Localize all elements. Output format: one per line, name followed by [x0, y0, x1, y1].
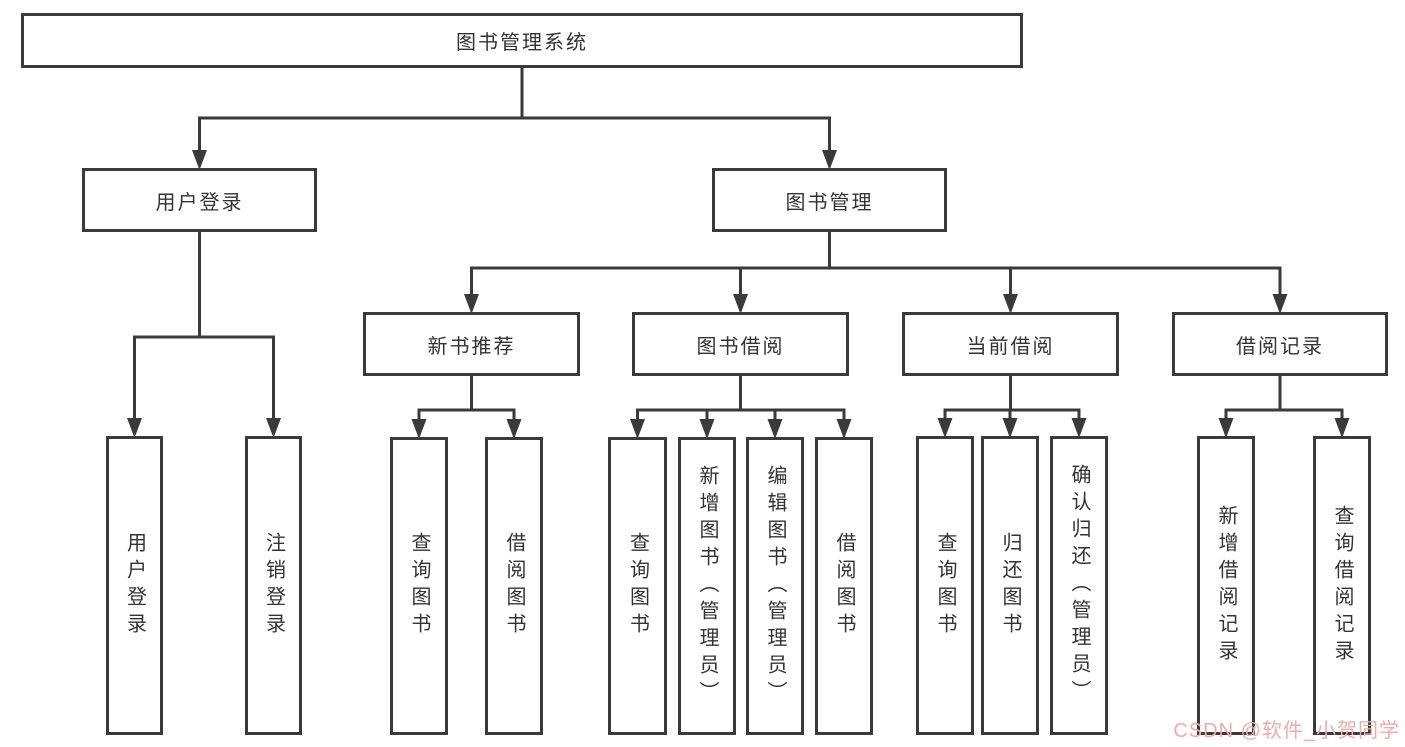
node-borrow-borrow-label: 借阅图书: [833, 532, 855, 640]
node-newbook-query-label: 查询图书: [408, 532, 430, 640]
arrowhead-newbook-borrow: [506, 419, 522, 439]
arrowhead-current: [1003, 294, 1018, 314]
connector-group-login: [127, 230, 281, 438]
node-login: 用户登录: [82, 168, 317, 232]
arrowhead-borrow-borrow: [836, 419, 852, 439]
connector-group-newbook: [411, 374, 522, 439]
node-records-query: 查询借阅记录: [1313, 436, 1371, 735]
node-current-label: 当前借阅: [966, 335, 1055, 358]
connector-path-records: [1224, 374, 1344, 422]
node-current-query: 查询图书: [916, 436, 974, 735]
arrowhead-borrow-query: [630, 419, 645, 439]
node-current-return: 归还图书: [981, 436, 1039, 735]
node-borrow-add-label: 新增图书（管理员）: [696, 464, 718, 708]
watermark: CSDN @软件_小贺同学: [1173, 720, 1400, 742]
node-login-user-label: 用户登录: [123, 531, 146, 640]
arrowhead-records-query: [1334, 418, 1350, 438]
node-borrow-edit: 编辑图书（管理员）: [746, 437, 804, 735]
node-records-label: 借阅记录: [1236, 335, 1324, 358]
node-login-user: 用户登录: [106, 436, 163, 735]
connector-path-newbook: [417, 374, 516, 423]
node-borrow-add: 新增图书（管理员）: [678, 437, 736, 735]
arrowhead-mgmt: [822, 150, 837, 170]
node-borrow-edit-label: 编辑图书（管理员）: [764, 464, 786, 708]
connector-group-mgmt: [464, 230, 1288, 314]
node-current-confirm: 确认归还（管理员）: [1050, 436, 1108, 735]
node-mgmt-label: 图书管理: [785, 191, 874, 214]
node-mgmt: 图书管理: [712, 168, 947, 232]
node-borrow: 图书借阅: [632, 312, 849, 376]
connector-group-records: [1218, 374, 1350, 438]
node-current-query-label: 查询图书: [934, 531, 956, 640]
node-newbook-borrow-label: 借阅图书: [503, 532, 525, 640]
node-login-logout-label: 注销登录: [262, 531, 285, 640]
connector-group-current: [937, 374, 1087, 438]
arrowhead-login-logout: [266, 418, 281, 438]
node-borrow-query: 查询图书: [608, 437, 667, 735]
arrowhead-current-query: [937, 418, 953, 438]
connector-path-sys: [198, 66, 831, 154]
node-login-logout: 注销登录: [245, 436, 302, 735]
arrowhead-borrow-edit: [767, 419, 783, 439]
node-newbook-label: 新书推荐: [427, 335, 516, 358]
arrowhead-newbook-query: [411, 419, 427, 439]
connector-group-borrow: [630, 374, 852, 439]
connector-path-borrow: [636, 374, 846, 423]
node-records-add: 新增借阅记录: [1197, 436, 1255, 735]
node-borrow-borrow: 借阅图书: [815, 437, 873, 735]
connector-path-mgmt: [470, 230, 1282, 298]
arrowhead-current-return: [1002, 418, 1018, 438]
node-current-confirm-label: 确认归还（管理员）: [1068, 464, 1090, 707]
node-borrow-label: 图书借阅: [696, 335, 785, 358]
node-records-query-label: 查询借阅记录: [1331, 504, 1353, 667]
node-records: 借阅记录: [1172, 312, 1388, 376]
arrowhead-borrow-add: [699, 419, 715, 439]
node-records-add-label: 新增借阅记录: [1215, 504, 1237, 667]
arrowhead-newbook: [464, 294, 479, 314]
arrowhead-records: [1272, 294, 1288, 314]
node-newbook-borrow: 借阅图书: [485, 437, 543, 735]
node-newbook: 新书推荐: [363, 312, 580, 376]
arrowhead-login: [192, 150, 207, 170]
arrowhead-login-user: [127, 418, 142, 438]
arrowhead-records-add: [1218, 418, 1234, 438]
arrowhead-borrow: [733, 294, 748, 314]
node-login-label: 用户登录: [155, 191, 244, 214]
node-borrow-query-label: 查询图书: [626, 532, 649, 640]
connector-path-login: [133, 230, 275, 422]
node-current: 当前借阅: [902, 312, 1119, 376]
connector-path-current: [943, 374, 1081, 422]
node-current-return-label: 归还图书: [999, 531, 1021, 640]
arrowhead-current-confirm: [1071, 418, 1087, 438]
connector-group-sys: [192, 66, 837, 170]
node-newbook-query: 查询图书: [390, 437, 448, 735]
node-sys-label: 图书管理系统: [456, 32, 588, 54]
node-sys: 图书管理系统: [21, 13, 1023, 68]
